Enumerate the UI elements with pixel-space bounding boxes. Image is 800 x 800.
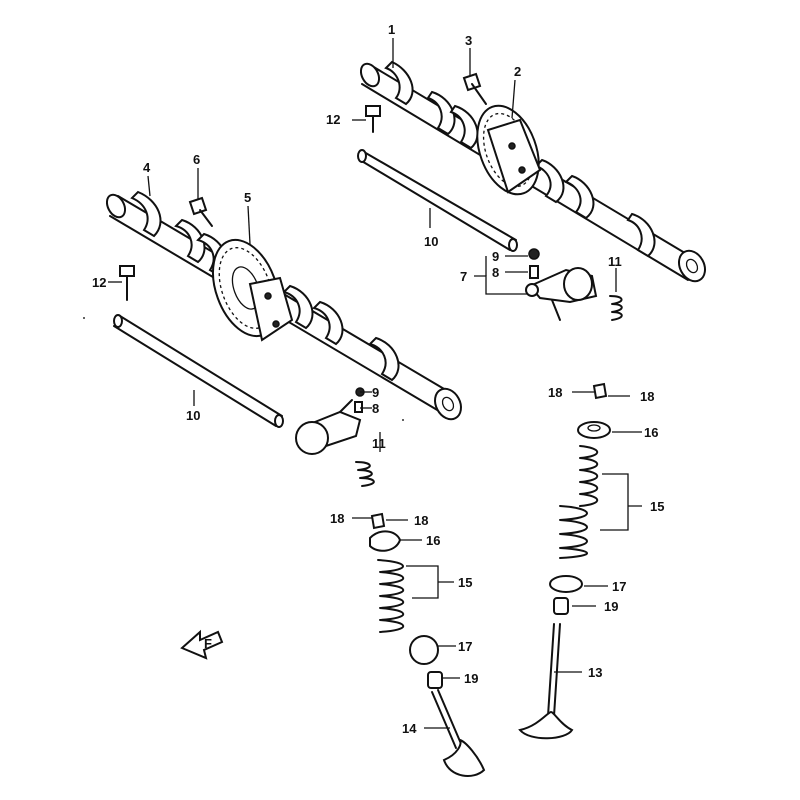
- camshaft-intake: [359, 60, 706, 283]
- callout-3: 3: [465, 33, 472, 48]
- sprocket-bolt: [188, 196, 213, 227]
- callout-2: 2: [514, 64, 521, 79]
- valve-springs: [377, 559, 405, 633]
- rocker-spring: [609, 295, 623, 321]
- camshaft-exhaust: [105, 190, 462, 421]
- callout-8-lower: 8: [372, 401, 379, 416]
- callout-18-a: 18: [548, 385, 562, 400]
- callout-7: 7: [460, 269, 467, 284]
- callout-5: 5: [244, 190, 251, 205]
- spring-retainer: [369, 530, 402, 552]
- spring-retainer: [577, 421, 611, 439]
- callout-18-d: 18: [414, 513, 428, 528]
- callout-9-upper: 9: [492, 249, 499, 264]
- callout-15-left: 15: [458, 575, 472, 590]
- callout-19-right: 19: [604, 599, 618, 614]
- front-direction-arrow-icon: F: [180, 629, 224, 660]
- valve-cotter: [370, 512, 386, 530]
- callout-18-c: 18: [330, 511, 344, 526]
- callout-10-upper: 10: [424, 234, 438, 249]
- exhaust-valve: [431, 689, 486, 777]
- rocker-arm-assy: [525, 248, 598, 321]
- sprocket-bolt: [462, 72, 487, 105]
- rocker-arm-shaft: [113, 314, 284, 428]
- spring-seat: [549, 575, 583, 593]
- callout-6: 6: [193, 152, 200, 167]
- callout-1: 1: [388, 22, 395, 37]
- callout-11-upper: 11: [608, 254, 622, 269]
- cam-sprocket-exhaust: [212, 238, 294, 342]
- callout-14: 14: [402, 721, 417, 736]
- shaft-bolt: [119, 265, 135, 301]
- scan-speck: [83, 317, 85, 319]
- callout-13: 13: [588, 665, 602, 680]
- rocker-spring: [355, 461, 375, 487]
- valve-cotter: [592, 382, 608, 400]
- callout-18-b: 18: [640, 389, 654, 404]
- leader-lines: [108, 38, 642, 729]
- shaft-bolt: [365, 105, 381, 133]
- callout-9-lower: 9: [372, 385, 379, 400]
- stem-seal: [427, 671, 443, 689]
- valve-springs: [559, 445, 599, 559]
- callout-16-left: 16: [426, 533, 440, 548]
- intake-valve: [518, 623, 574, 740]
- callout-17-left: 17: [458, 639, 472, 654]
- rocker-arm-assy: [295, 387, 365, 455]
- callout-labels: 1 2 3 4 5 6 7 8 9 8 9 10 10 11 11 12 12 …: [92, 22, 664, 736]
- spring-seat: [409, 635, 439, 665]
- callout-15-right: 15: [650, 499, 664, 514]
- callout-16-right: 16: [644, 425, 658, 440]
- callout-12-lower: 12: [92, 275, 106, 290]
- rocker-arm-shaft: [357, 149, 518, 252]
- callout-11-lower: 11: [372, 436, 386, 451]
- cam-sprocket-intake: [476, 104, 542, 196]
- front-arrow-label: F: [204, 636, 212, 651]
- callout-4: 4: [143, 160, 151, 175]
- callout-17-right: 17: [612, 579, 626, 594]
- callout-8-upper: 8: [492, 265, 499, 280]
- callout-12-upper: 12: [326, 112, 340, 127]
- callout-10-lower: 10: [186, 408, 200, 423]
- stem-seal: [553, 597, 569, 615]
- callout-19-left: 19: [464, 671, 478, 686]
- scan-speck: [402, 419, 404, 421]
